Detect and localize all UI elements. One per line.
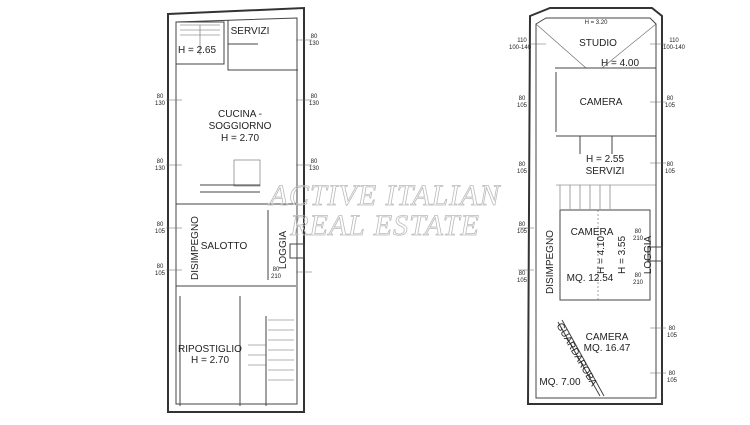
window-width: 80 [519,222,526,228]
room-label-studio: STUDIO [579,38,617,49]
window-height: 130 [155,166,166,172]
room-area-label: MQ. 7.00 [539,377,581,388]
window-width: 110 [517,38,527,44]
room-label-soggiorno: SOGGIORNO [209,121,272,132]
room-height-label: H = 4.10 [596,236,607,275]
door-width: 80 [273,267,280,273]
window-width: 80 [519,271,526,277]
room-area-label: MQ. 12.54 [567,273,614,284]
door-height: 210 [271,274,282,280]
room-height-label: H = 2.70 [191,355,230,366]
roof-height-label: H = 3.20 [585,20,609,26]
room-label-salotto: SALOTTO [201,241,248,252]
window-width: 80 [519,96,526,102]
room-label-servizi: SERVIZI [231,26,270,37]
window-width: 80 [669,326,676,332]
room-height-label: H = 2.55 [586,154,625,165]
room-label-camera: CAMERA [586,332,629,343]
window-height: 105 [517,103,528,109]
room-label-disimpegno: DISIMPEGNO [190,216,201,280]
window-height: 105 [665,169,676,175]
room-label-camera: CAMERA [571,227,614,238]
ground-floor-plan: H = 2.65 SERVIZI CUCINA - SOGGIORNO H = … [155,6,320,413]
window-width: 80 [667,96,674,102]
window-width: 80 [157,159,164,165]
door-width: 80 [635,273,642,279]
door-height: 210 [633,236,644,242]
room-label-servizi: SERVIZI [586,166,625,177]
room-label-camera: CAMERA [580,97,623,108]
window-width: 80 [157,222,164,228]
room-label-cucina: CUCINA - [218,109,262,120]
watermark-line2: REAL ESTATE [289,209,480,242]
window-width: 80 [311,159,318,165]
window-height: 130 [309,101,320,107]
window-height: 105 [667,378,678,384]
room-height-label: H = 4.00 [601,58,640,69]
room-label-loggia: LOGGIA [278,231,289,270]
room-label-disimpegno: DISIMPEGNO [545,230,556,294]
room-label-ripostiglio: RIPOSTIGLIO [178,344,242,355]
window-height: 105 [517,278,528,284]
window-height: 105 [667,333,678,339]
window-width: 80 [667,162,674,168]
window-height: 105 [155,271,166,277]
window-height: 100-140 [663,45,686,51]
room-height-label: H = 2.70 [221,133,260,144]
window-height: 105 [517,169,528,175]
room-height-label: H = 3.55 [617,236,628,275]
room-height-label: H = 2.65 [178,45,217,56]
door-height: 210 [633,280,644,286]
window-height: 105 [665,103,676,109]
watermark-line1: ACTIVE ITALIAN [268,179,502,212]
window-width: 110 [669,38,679,44]
window-width: 80 [669,371,676,377]
first-floor-plan: H = 3.20 STUDIO H = 4.00 CAMERA H = 2.55… [509,7,686,405]
window-width: 80 [157,94,164,100]
window-height: 130 [309,41,320,47]
door-width: 80 [635,229,642,235]
window-height: 130 [309,166,320,172]
window-width: 80 [519,162,526,168]
window-height: 105 [517,229,528,235]
window-height: 100-140 [509,45,532,51]
window-width: 80 [157,264,164,270]
window-height: 105 [155,229,166,235]
window-height: 130 [155,101,166,107]
room-label-loggia: LOGGIA [643,236,654,275]
room-area-label: MQ. 16.47 [584,343,631,354]
window-width: 80 [311,34,318,40]
window-width: 80 [311,94,318,100]
